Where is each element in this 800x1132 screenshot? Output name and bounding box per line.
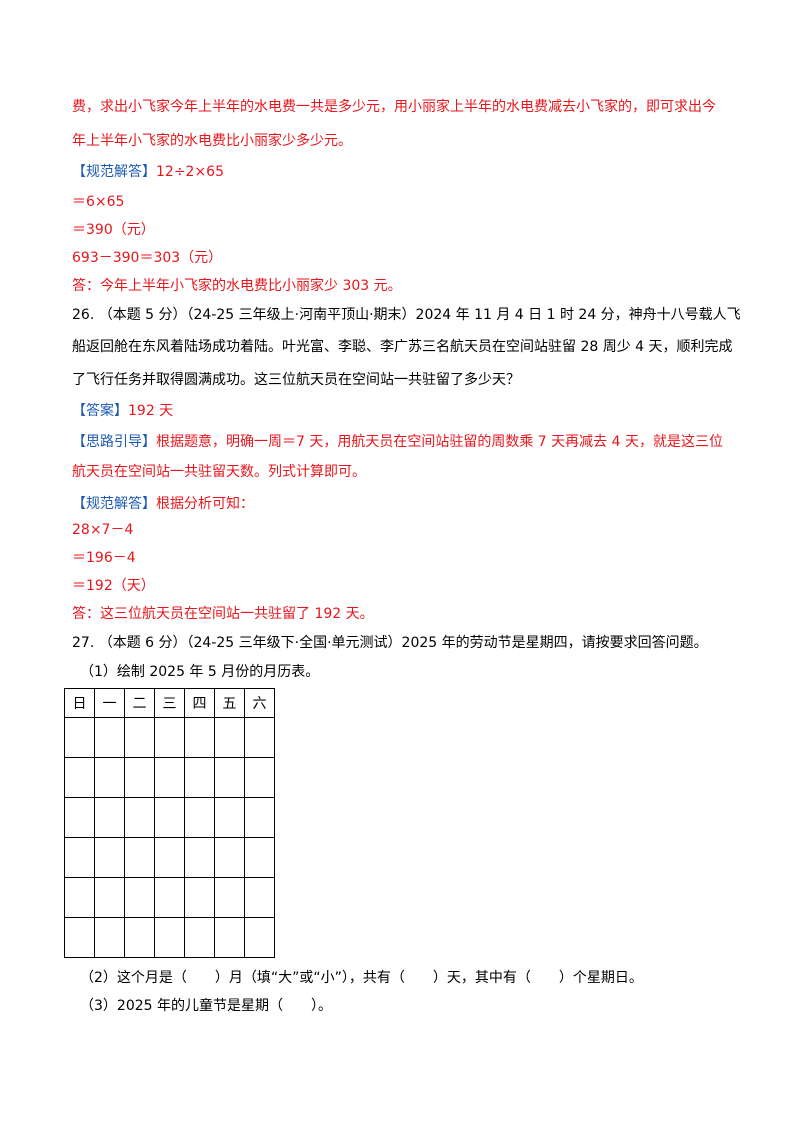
calendar-cell[interactable]: [64, 837, 95, 878]
calendar-cell[interactable]: [154, 757, 185, 798]
text-line: ＝196－4: [72, 550, 136, 566]
calendar-cell[interactable]: [124, 717, 155, 758]
calendar-cell[interactable]: [124, 837, 155, 878]
calendar-cell[interactable]: [124, 757, 155, 798]
calendar-cell[interactable]: [214, 917, 245, 958]
solution-line: 【规范解答】12÷2×65: [72, 162, 224, 182]
solution-line: 【规范解答】根据分析可知：: [72, 494, 254, 514]
calendar-header-cell: 四: [184, 688, 215, 718]
sub-question-3: （3）2025 年的儿童节是星期（ ）。: [80, 998, 332, 1014]
calendar-table: 日 一 二 三 四 五 六: [64, 688, 275, 958]
question-26-text: 26. （本题 5 分）（24-25 三年级上·河南平顶山·期末）2024 年 …: [72, 307, 741, 323]
calendar-header-cell: 五: [214, 688, 245, 718]
text-line: 年上半年小飞家的水电费比小丽家少多少元。: [72, 133, 352, 149]
text-line: ＝6×65: [72, 194, 125, 210]
solution-tag: 【规范解答】: [72, 164, 156, 180]
calendar-cell[interactable]: [94, 797, 125, 838]
sub-question-1: （1）绘制 2025 年 5 月份的月历表。: [80, 664, 320, 680]
calendar-cell[interactable]: [64, 797, 95, 838]
answer-statement: 答：今年上半年小飞家的水电费比小丽家少 303 元。: [72, 278, 402, 294]
calendar-cell[interactable]: [124, 797, 155, 838]
text-line: 28×7－4: [72, 522, 134, 538]
calendar-cell[interactable]: [124, 877, 155, 918]
calendar-row: [64, 757, 275, 798]
calendar-row: [64, 917, 275, 958]
text-line: 693－390＝303（元）: [72, 250, 223, 266]
question-26-text: 了飞行任务并取得圆满成功。这三位航天员在空间站一共驻留了多少天？: [72, 372, 520, 388]
calendar-cell[interactable]: [184, 797, 215, 838]
hint-line: 【思路引导】根据题意，明确一周＝7 天，用航天员在空间站驻留的周数乘 7 天再减…: [72, 432, 723, 452]
calendar-row: [64, 837, 275, 878]
hint-text: 根据题意，明确一周＝7 天，用航天员在空间站驻留的周数乘 7 天再减去 4 天，…: [156, 434, 723, 450]
calendar-cell[interactable]: [154, 837, 185, 878]
calendar-cell[interactable]: [184, 757, 215, 798]
question-26-text: 船返回舱在东风着陆场成功着陆。叶光富、李聪、李广苏三名航天员在空间站驻留 28 …: [72, 339, 733, 355]
calendar-header-row: 日 一 二 三 四 五 六: [64, 688, 275, 718]
calendar-cell[interactable]: [64, 757, 95, 798]
calendar-cell[interactable]: [184, 877, 215, 918]
calendar-header-cell: 二: [124, 688, 155, 718]
calendar-cell[interactable]: [214, 717, 245, 758]
calendar-cell[interactable]: [94, 717, 125, 758]
calendar-header-cell: 一: [94, 688, 125, 718]
calendar-cell[interactable]: [214, 757, 245, 798]
calendar-cell[interactable]: [94, 757, 125, 798]
text-line: ＝192（天）: [72, 578, 155, 594]
calendar-row: [64, 877, 275, 918]
calendar-row: [64, 797, 275, 838]
calendar-cell[interactable]: [184, 917, 215, 958]
calendar-cell[interactable]: [94, 917, 125, 958]
calendar-cell[interactable]: [154, 797, 185, 838]
calendar-cell[interactable]: [64, 717, 95, 758]
calendar-cell[interactable]: [124, 917, 155, 958]
answer-statement: 答：这三位航天员在空间站一共驻留了 192 天。: [72, 606, 374, 622]
calendar-cell[interactable]: [184, 717, 215, 758]
calendar-cell[interactable]: [94, 877, 125, 918]
text-line: 航天员在空间站一共驻留天数。列式计算即可。: [72, 464, 366, 480]
calendar-cell[interactable]: [64, 877, 95, 918]
calendar-cell[interactable]: [214, 837, 245, 878]
calendar-cell[interactable]: [154, 877, 185, 918]
answer-line: 【答案】192 天: [72, 401, 173, 421]
calendar-cell[interactable]: [244, 917, 275, 958]
calendar-cell[interactable]: [64, 917, 95, 958]
calendar-cell[interactable]: [94, 837, 125, 878]
calendar-cell[interactable]: [154, 917, 185, 958]
text-line: 费，求出小飞家今年上半年的水电费一共是多少元，用小丽家上半年的水电费减去小飞家的…: [72, 99, 716, 115]
text-line: ＝390（元）: [72, 222, 155, 238]
calendar-cell[interactable]: [214, 877, 245, 918]
sub-question-2: （2）这个月是（ ）月（填“大”或“小”），共有（ ）天，其中有（ ）个星期日。: [80, 970, 643, 986]
solution-tag: 【规范解答】: [72, 496, 156, 512]
calendar-header-cell: 六: [244, 688, 275, 718]
answer-tag: 【答案】: [72, 403, 128, 419]
calendar-cell[interactable]: [244, 797, 275, 838]
calendar-cell[interactable]: [244, 717, 275, 758]
calendar-cell[interactable]: [214, 797, 245, 838]
calendar-row: [64, 717, 275, 758]
calendar-cell[interactable]: [184, 837, 215, 878]
calendar-cell[interactable]: [244, 837, 275, 878]
answer-text: 192 天: [128, 403, 174, 419]
calendar-cell[interactable]: [244, 757, 275, 798]
calendar-header-cell: 三: [154, 688, 185, 718]
calendar-header-cell: 日: [64, 688, 95, 718]
hint-tag: 【思路引导】: [72, 434, 156, 450]
calendar-cell[interactable]: [154, 717, 185, 758]
solution-text: 根据分析可知：: [156, 496, 254, 512]
solution-text: 12÷2×65: [156, 164, 224, 180]
calendar-cell[interactable]: [244, 877, 275, 918]
question-27-text: 27. （本题 6 分）（24-25 三年级下·全国·单元测试）2025 年的劳…: [72, 635, 708, 651]
